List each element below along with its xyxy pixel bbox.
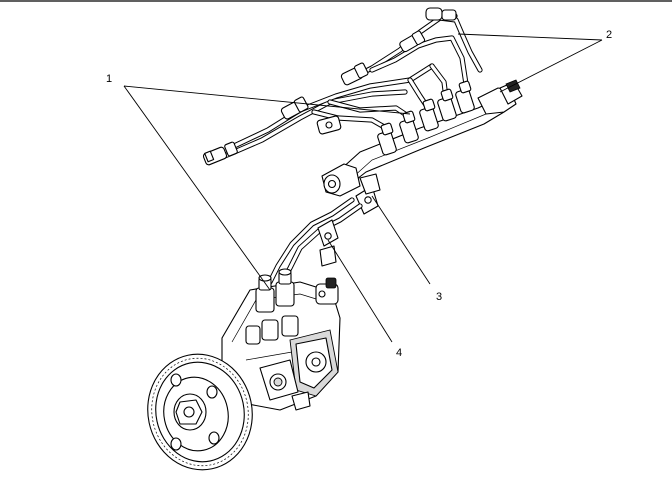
- injector-fitting: [280, 96, 309, 120]
- fuel-rail: [321, 79, 523, 215]
- injector-fitting: [425, 7, 457, 21]
- rail-outlet: [437, 88, 457, 122]
- pump-sensor: [315, 277, 339, 305]
- rail-outlet: [455, 80, 475, 114]
- line-clamp: [317, 219, 339, 267]
- rail-outlet: [399, 110, 419, 144]
- gear-teeth: [151, 357, 249, 467]
- rail-pressure-sensor: [477, 79, 523, 115]
- callout-2-label: 2: [606, 29, 612, 41]
- callout-3: 3: [371, 195, 442, 303]
- pump-drive-gear: [147, 353, 253, 471]
- callout-1-label: 1: [106, 73, 112, 85]
- pump-outlet: [255, 274, 275, 313]
- injector-fitting: [202, 141, 238, 166]
- fuel-injection-pump: [221, 268, 341, 411]
- callout-2: 2: [457, 29, 612, 93]
- rail-outlet: [377, 122, 397, 156]
- injector-fitting: [399, 30, 426, 53]
- injector-fitting: [340, 62, 369, 86]
- pipe-clamp: [316, 115, 342, 135]
- injector-pipe-harness: [202, 7, 483, 166]
- rail-outlet: [419, 98, 439, 132]
- callout-3-label: 3: [436, 291, 442, 303]
- callout-4: 4: [327, 239, 402, 359]
- callout-4-label: 4: [396, 347, 402, 359]
- pump-outlet: [275, 268, 295, 307]
- callout-1: 1: [106, 73, 411, 291]
